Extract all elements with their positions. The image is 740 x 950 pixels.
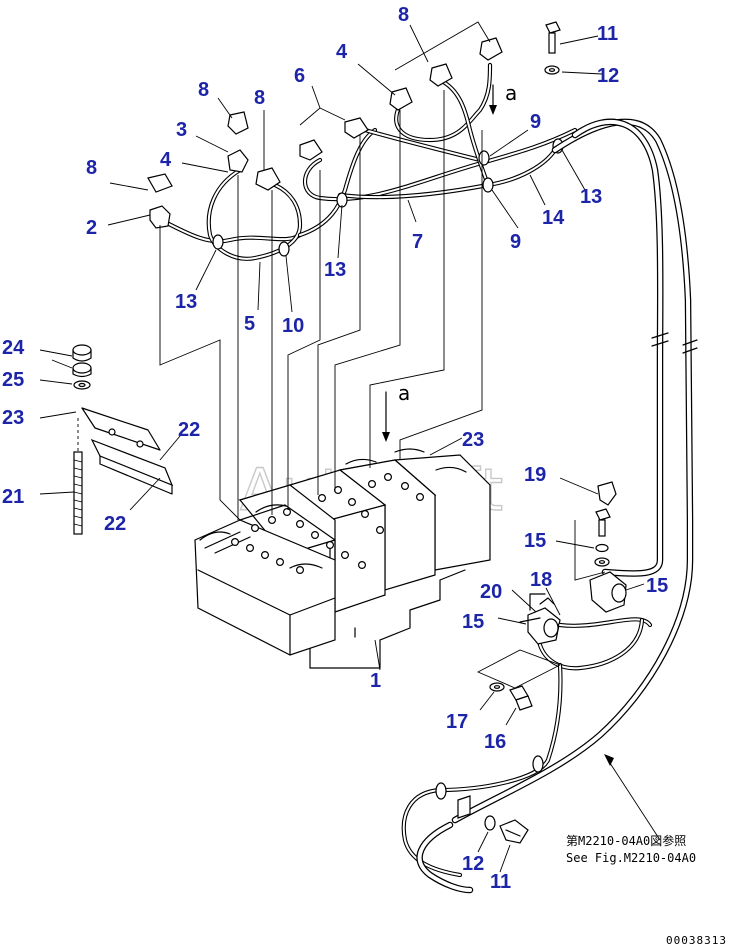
- relay-bolt-set: [594, 508, 611, 567]
- callout-23-left: 23: [2, 407, 24, 429]
- callout-23-right: 23: [462, 429, 484, 451]
- view-marker-a-top: a: [505, 81, 517, 105]
- callouts: 1 2 3 4 4 5 6 7 8 8 8 8 9 9 10 11 11 12 …: [2, 4, 668, 893]
- callout-8-c: 8: [86, 157, 97, 179]
- callout-9-bottom: 9: [510, 231, 521, 253]
- callout-13-mid: 13: [324, 259, 346, 281]
- callout-5: 5: [244, 313, 255, 335]
- callout-18: 18: [530, 569, 552, 591]
- relay-clamps: [435, 755, 544, 819]
- callout-22-top: 22: [178, 419, 200, 441]
- nut-washer-set: [72, 344, 92, 390]
- relay-mount-bolt: [489, 682, 533, 711]
- callout-2: 2: [86, 217, 97, 239]
- relay-plate-outline: [476, 649, 562, 689]
- callout-10: 10: [282, 315, 304, 337]
- callout-22-bottom: 22: [104, 513, 126, 535]
- assembly-leader-lines: [159, 90, 483, 521]
- callout-8-d: 8: [398, 4, 409, 26]
- clamps: [212, 138, 564, 257]
- callout-11-top: 11: [597, 23, 618, 45]
- callout-13-right: 13: [580, 186, 602, 208]
- document-number: 00038313: [666, 934, 727, 947]
- hold-down-bracket: [81, 407, 174, 495]
- callout-14: 14: [542, 207, 565, 229]
- connectors: [147, 37, 503, 229]
- bolt-washer-top: [544, 21, 561, 75]
- reference-arrowhead: [604, 754, 614, 766]
- callout-12-bottom: 12: [462, 853, 484, 875]
- terminal-cap: [597, 481, 617, 506]
- callout-15-left: 15: [462, 611, 484, 633]
- callout-13-left: 13: [175, 291, 197, 313]
- callout-3: 3: [176, 119, 187, 141]
- callout-21: 21: [2, 486, 24, 508]
- callout-24: 24: [2, 337, 25, 359]
- callout-16: 16: [484, 731, 506, 753]
- callout-17: 17: [446, 711, 468, 733]
- view-arrow-a-top: [489, 84, 497, 115]
- hold-down-rod: [73, 418, 83, 535]
- relay-wiring: [401, 617, 653, 894]
- callout-9-top: 9: [530, 111, 541, 133]
- view-arrow-a-bottom: [382, 391, 390, 442]
- reference-note-jp: 第M2210-04A0図参照: [566, 833, 686, 848]
- callout-25: 25: [2, 369, 24, 391]
- bolt-washer-bottom: [484, 815, 529, 844]
- reference-leader: [607, 759, 661, 841]
- battery-terminals: [231, 473, 425, 574]
- callout-15-top: 15: [524, 530, 546, 552]
- callout-8-b: 8: [254, 87, 265, 109]
- callout-leaders: [39, 21, 645, 873]
- callout-6: 6: [294, 65, 305, 87]
- callout-4-top: 4: [336, 41, 348, 63]
- callout-1: 1: [370, 670, 381, 692]
- view-marker-a-bottom: a: [398, 381, 410, 405]
- battery-cable-long: [451, 118, 698, 824]
- callout-20: 20: [480, 581, 502, 603]
- callout-4-left: 4: [160, 149, 172, 171]
- callout-19: 19: [524, 464, 546, 486]
- wire-harness: [162, 62, 578, 261]
- callout-15-right: 15: [646, 575, 668, 597]
- callout-7: 7: [412, 231, 423, 253]
- reference-note-en: See Fig.M2210-04A0: [566, 851, 696, 865]
- callout-11-bottom: 11: [490, 871, 511, 893]
- relay-leader: [574, 520, 606, 581]
- battery-relay: [519, 571, 627, 645]
- callout-8-a: 8: [198, 79, 209, 101]
- callout-12-top: 12: [597, 65, 619, 87]
- battery-2: [238, 484, 386, 613]
